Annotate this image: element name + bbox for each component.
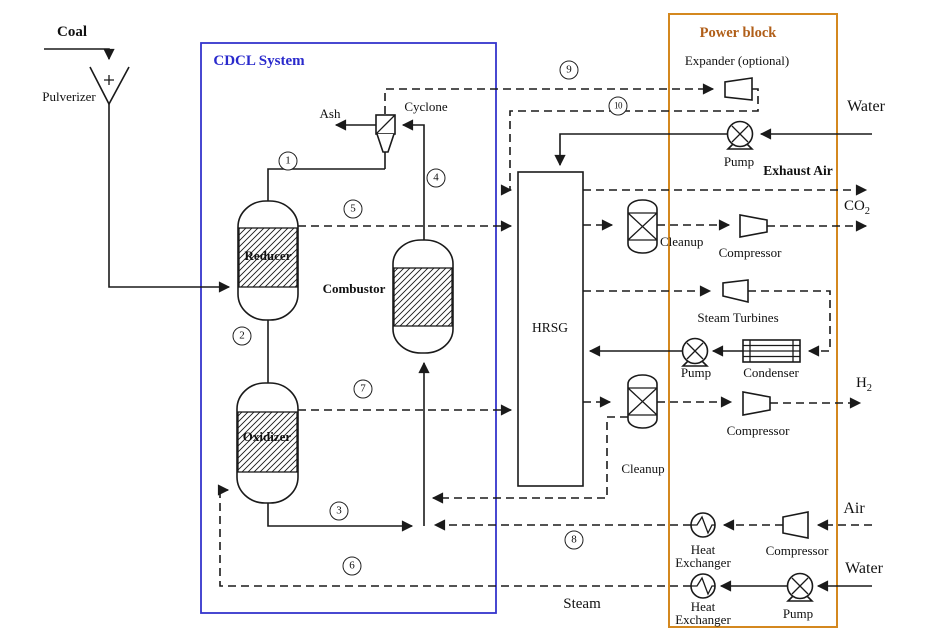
steam-label: Steam xyxy=(563,596,601,612)
stream-number-9: 9 xyxy=(559,60,579,80)
h2-cleanup-symbol xyxy=(627,374,658,429)
pulverizer-symbol xyxy=(89,66,130,106)
steam-heat-exchanger-symbol xyxy=(690,573,716,599)
stream-10-line xyxy=(500,88,759,196)
feedwater-pump-label: Pump xyxy=(723,154,755,169)
air-label: Air xyxy=(843,500,865,517)
stream-number-5: 5 xyxy=(343,199,363,219)
cdcl-system-label: CDCL System xyxy=(213,53,305,69)
air-compressor-label: Compressor xyxy=(765,543,829,558)
stream-4-line xyxy=(401,119,425,241)
condenser-label: Condenser xyxy=(743,365,799,380)
co2-cleanup-label: Cleanup xyxy=(660,234,704,249)
bottom-water-pump-symbol xyxy=(786,572,814,602)
stream-1-line xyxy=(267,152,386,202)
coal-feed-line xyxy=(44,48,115,61)
feedwater-to-hrsg-line xyxy=(554,133,727,167)
oxidizer-vessel xyxy=(236,382,299,504)
co2-compressor-label: Compressor xyxy=(718,245,782,260)
pulverized-coal-line xyxy=(108,104,231,293)
steam-turbine-symbol xyxy=(722,279,749,304)
cdcl-system-box xyxy=(200,42,497,614)
pulverizer-plus-icon xyxy=(104,75,114,85)
stream-number-7: 7 xyxy=(353,379,373,399)
stream-number-2: 2 xyxy=(232,326,252,346)
cyclone-symbol xyxy=(375,114,396,153)
stream-number-1: 1 xyxy=(278,151,298,171)
turbine-to-condenser-line xyxy=(748,290,831,357)
oxidizer-label: Oxidizer xyxy=(242,429,292,444)
combustor-label: Combustor xyxy=(322,281,386,296)
solid-stream-lines xyxy=(44,48,872,592)
steam-turbines-label: Steam Turbines xyxy=(697,310,779,325)
h2-cleanup-label: Cleanup xyxy=(621,461,665,476)
feedwater-pump-symbol xyxy=(726,120,754,150)
reducer-label: Reducer xyxy=(244,248,292,263)
stream-number-6: 6 xyxy=(342,556,362,576)
power-block-label: Power block xyxy=(699,25,777,41)
pulverizer-label: Pulverizer xyxy=(42,89,96,104)
stream-number-3: 3 xyxy=(329,501,349,521)
ash-label: Ash xyxy=(319,106,341,121)
h2-compressor-label: Compressor xyxy=(726,423,790,438)
condensate-pump-label: Pump xyxy=(680,365,712,380)
coal-label: Coal xyxy=(57,24,87,40)
combustor-vessel xyxy=(392,239,454,354)
co2-cleanup-symbol xyxy=(627,199,658,254)
stream-6-line xyxy=(217,484,691,587)
cyclone-label: Cyclone xyxy=(404,99,448,114)
bottom-water-pump-label: Pump xyxy=(782,606,814,621)
hrsg-vessel xyxy=(517,171,584,487)
air-heat-exchanger-symbol xyxy=(690,512,716,538)
power-block-box xyxy=(668,13,838,628)
air-compressor-symbol xyxy=(782,511,809,539)
reducer-vessel xyxy=(237,200,299,321)
stream-number-4: 4 xyxy=(426,168,446,188)
water-bottom-label: Water xyxy=(845,560,883,577)
stream-number-8: 8 xyxy=(564,530,584,550)
stream-number-10: 10 xyxy=(608,96,628,116)
hrsg-label: HRSG xyxy=(531,320,569,335)
condensate-pump-symbol xyxy=(681,337,709,367)
co2-compressor-symbol xyxy=(739,214,768,238)
water-top-label: Water xyxy=(847,98,885,115)
stream-3-line xyxy=(267,502,414,532)
cleanup-recycle-line xyxy=(431,416,628,504)
co2-label: CO2 xyxy=(843,198,871,218)
expander-symbol xyxy=(724,77,753,101)
expander-label: Expander (optional) xyxy=(684,53,790,68)
h2-label: H2 xyxy=(855,375,873,395)
h2-compressor-symbol xyxy=(742,391,771,416)
dashed-stream-lines xyxy=(217,83,872,587)
exhaust-air-label: Exhaust Air xyxy=(763,163,833,178)
condenser-symbol xyxy=(742,339,801,363)
